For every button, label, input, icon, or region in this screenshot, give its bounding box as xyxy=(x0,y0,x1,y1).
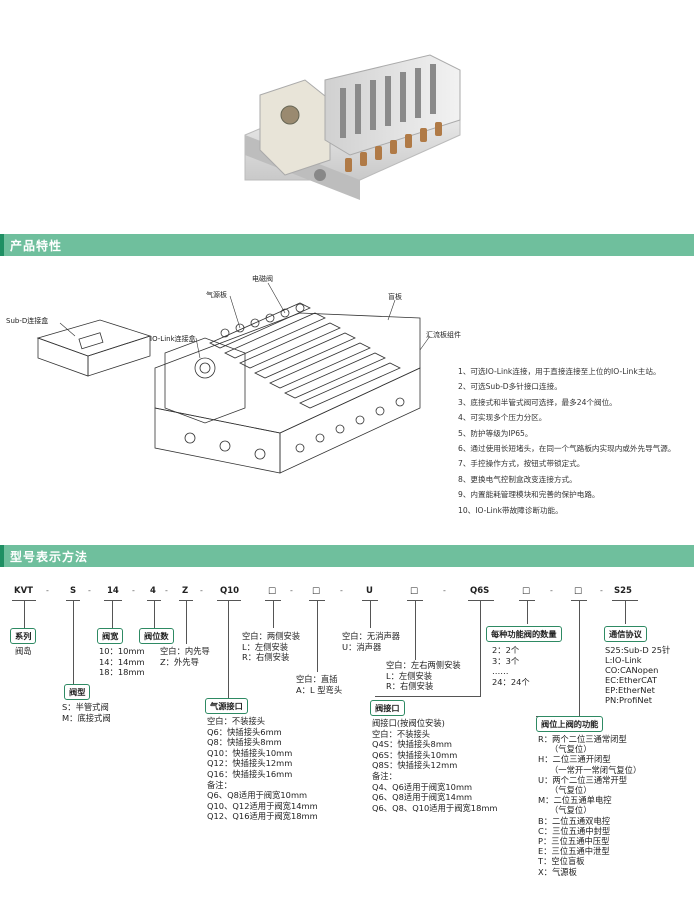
features-section-title: 产品特性 xyxy=(10,239,63,253)
valve-width-title: 阀宽 xyxy=(97,628,124,644)
install-side-options: 空白：两侧安装 L：左侧安装 R：右侧安装 xyxy=(242,631,301,663)
func-count-title: 每种功能阀的数量 xyxy=(486,626,562,642)
pilot-options: 空白：内先导 Z：外先导 xyxy=(160,646,210,667)
label-solenoid: 电磁阀 xyxy=(252,275,273,283)
code-dash: - xyxy=(340,586,343,595)
feature-item: 4、可实现多个压力分区。 xyxy=(458,413,547,423)
features-list: 1、可选IO-Link连接，用于直接连接至上位的IO-Link主站。 2、可选S… xyxy=(458,364,675,518)
feature-item: 10、IO-Link带故障诊断功能。 xyxy=(458,505,563,515)
valve-func-title: 阀位上阀的功能 xyxy=(536,716,604,732)
code-dash: - xyxy=(550,586,553,595)
code-dash: - xyxy=(46,586,49,595)
label-blind-plate: 盲板 xyxy=(388,293,402,301)
func-count-options: 2：2个 3：3个 …… 24：24个 xyxy=(492,645,530,687)
series-title: 系列 xyxy=(10,628,37,644)
code-dash: - xyxy=(88,586,91,595)
code-dash: - xyxy=(165,586,168,595)
code-z: Z xyxy=(182,586,189,596)
valve-func-options: R：两个二位三通常闭型 （气复位） H：二位三通开闭型 （一常开一常闭气复位） … xyxy=(538,734,642,877)
label-air-plate: 气源板 xyxy=(206,291,227,299)
feature-item: 3、底接式和半管式阀可选择，最多24个阀位。 xyxy=(458,397,617,407)
air-port-title: 气源接口 xyxy=(205,698,248,714)
code-s25: S25 xyxy=(614,586,632,596)
air-port-options: 空白：不装接头 Q6：快插接头6mm Q8：快插接头8mm Q10：快插接头10… xyxy=(207,716,318,822)
valve-count-title: 阀位数 xyxy=(139,628,174,644)
code-s: S xyxy=(70,586,77,596)
connect-options: 空白：直插 A：L 型弯头 xyxy=(296,674,343,695)
feature-item: 5、防护等级为IP65。 xyxy=(458,428,533,438)
code-dash: - xyxy=(443,586,446,595)
code-dash: - xyxy=(200,586,203,595)
product-line-diagram xyxy=(36,282,431,474)
valve-port-options: 阀接口(按阀位安装) 空白：不装接头 Q4S：快插接头8mm Q6S：快插接头1… xyxy=(372,718,498,813)
feature-item: 7、手控操作方式，按钮式带锁定式。 xyxy=(458,459,585,469)
feature-item: 9、内置能耗管理模块和完善的保护电路。 xyxy=(458,490,600,500)
code-pos: 4 xyxy=(150,586,156,596)
valve-port-title: 阀接口 xyxy=(370,700,405,716)
protocol-options: S25:Sub-D 25针 L:IO-Link CO:CANopen EC:Et… xyxy=(605,645,671,705)
feature-item: 2、可选Sub-D多针接口连接。 xyxy=(458,382,562,392)
valve-width-options: 10：10mm 14：14mm 18：18mm xyxy=(99,646,145,678)
features-section-header: 产品特性 xyxy=(0,234,694,256)
feature-item: 1、可选IO-Link连接，用于直接连接至上位的IO-Link主站。 xyxy=(458,367,661,376)
code-dash: - xyxy=(600,586,603,595)
code-blank4: □ xyxy=(522,586,531,596)
label-iolink-box: IO-Link连接盒 xyxy=(150,335,196,343)
feature-item: 6、通过使用长短堵头，在同一个气路板内实现内或外先导气源。 xyxy=(458,444,676,454)
code-blank3: □ xyxy=(410,586,419,596)
feature-item: 8、更换电气控制盒改变连接方式。 xyxy=(458,474,577,484)
code-width: 14 xyxy=(107,586,119,596)
code-q10: Q10 xyxy=(220,586,240,596)
code-u: U xyxy=(366,586,373,596)
model-section-header: 型号表示方法 xyxy=(0,545,694,567)
code-dash: - xyxy=(132,586,135,595)
code-kvt: KVT xyxy=(14,586,33,596)
code-blank1: □ xyxy=(268,586,277,596)
code-blank2: □ xyxy=(312,586,321,596)
series-value: 阀岛 xyxy=(15,646,32,656)
model-section-title: 型号表示方法 xyxy=(10,550,89,564)
label-manifold: 汇流板组件 xyxy=(426,331,461,339)
valve-type-title: 阀型 xyxy=(64,684,91,700)
valve-type-options: S：半管式阀 M：底接式阀 xyxy=(62,702,111,723)
silencer-options: 空白：无消声器 U：消声器 xyxy=(342,631,401,652)
code-q6s: Q6S xyxy=(470,586,490,596)
install-side-options-2: 空白：左右两侧安装 L：左侧安装 R：右侧安装 xyxy=(386,660,461,692)
code-blank5: □ xyxy=(574,586,583,596)
protocol-title: 通信协议 xyxy=(604,626,647,642)
product-photo xyxy=(244,54,461,200)
code-dash: - xyxy=(290,586,293,595)
label-subd-box: Sub-D连接盒 xyxy=(6,317,49,325)
